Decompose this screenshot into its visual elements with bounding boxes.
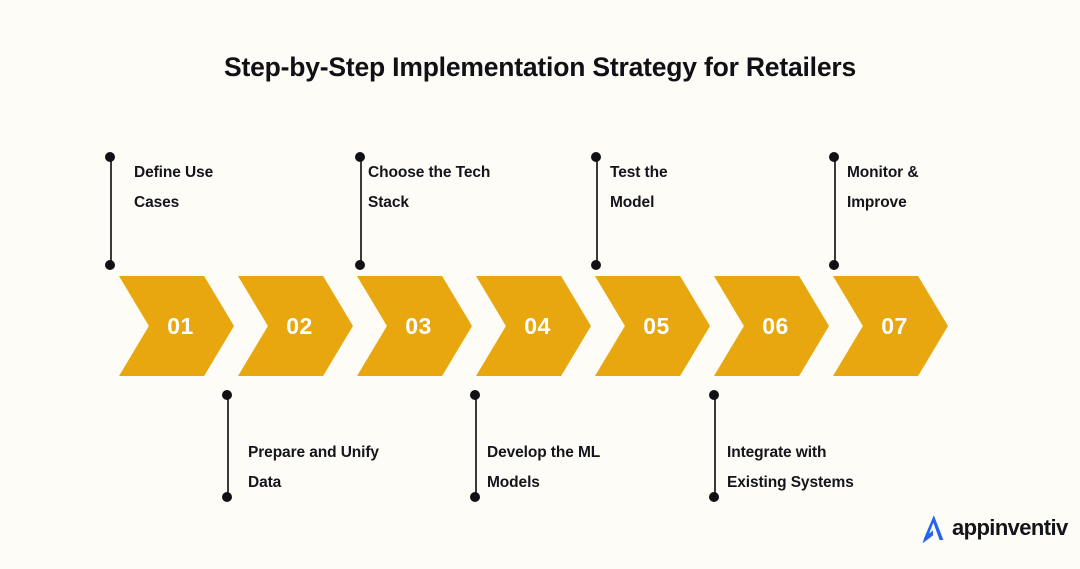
step-label-06: Integrate with Existing Systems bbox=[727, 444, 854, 491]
connector-stem bbox=[596, 157, 598, 265]
chevron-step-03: 03 bbox=[357, 276, 472, 376]
connector-dot-bottom bbox=[709, 492, 719, 502]
chevron-step-02: 02 bbox=[238, 276, 353, 376]
step-label-04: Develop the ML Models bbox=[487, 444, 601, 491]
step-label-01: Define Use Cases bbox=[134, 164, 214, 211]
connector-dot-bottom bbox=[591, 260, 601, 270]
chevron-number-07: 07 bbox=[881, 312, 908, 339]
chevron-number-04: 04 bbox=[524, 312, 551, 339]
chevron-sequence: 01 02 03 04 05 06 07 bbox=[0, 276, 1080, 376]
connector-stem bbox=[227, 395, 229, 497]
step-label-02: Prepare and Unify Data bbox=[248, 444, 379, 491]
connector-step-06 bbox=[709, 390, 720, 502]
connector-stem bbox=[110, 157, 112, 265]
chevron-step-01: 01 bbox=[119, 276, 234, 376]
chevron-number-06: 06 bbox=[762, 312, 789, 339]
connector-dot-top bbox=[355, 152, 365, 162]
page-title: Step-by-Step Implementation Strategy for… bbox=[223, 52, 857, 82]
chevron-step-05: 05 bbox=[595, 276, 710, 376]
brand-name: appinventiv bbox=[952, 515, 1068, 540]
step-label-05: Test the Model bbox=[610, 164, 668, 211]
chevron-step-04: 04 bbox=[476, 276, 591, 376]
brand-logo: appinventiv bbox=[916, 511, 1068, 545]
connector-step-05 bbox=[591, 152, 602, 270]
connector-step-04 bbox=[470, 390, 481, 502]
connector-stem bbox=[714, 395, 716, 497]
connector-dot-bottom bbox=[829, 260, 839, 270]
connector-dot-bottom bbox=[222, 492, 232, 502]
chevron-number-02: 02 bbox=[286, 312, 313, 339]
a-arrow-logo-icon bbox=[922, 515, 944, 544]
connector-step-02 bbox=[222, 390, 233, 502]
connector-step-03 bbox=[355, 152, 366, 270]
connector-dot-bottom bbox=[355, 260, 365, 270]
step-label-03: Choose the Tech Stack bbox=[368, 164, 491, 211]
connector-step-01 bbox=[105, 152, 116, 270]
connector-dot-top bbox=[591, 152, 601, 162]
connector-step-07 bbox=[829, 152, 840, 270]
connector-dot-top bbox=[105, 152, 115, 162]
connector-stem bbox=[360, 157, 362, 265]
chevron-number-03: 03 bbox=[405, 312, 432, 339]
connector-dot-top bbox=[709, 390, 719, 400]
connector-stem bbox=[834, 157, 836, 265]
connector-dot-top bbox=[470, 390, 480, 400]
chevron-number-05: 05 bbox=[643, 312, 670, 339]
chevron-step-07: 07 bbox=[833, 276, 948, 376]
chevron-step-06: 06 bbox=[714, 276, 829, 376]
step-label-07: Monitor & Improve bbox=[847, 164, 919, 211]
connector-dot-bottom bbox=[470, 492, 480, 502]
connector-stem bbox=[475, 395, 477, 497]
chevron-number-01: 01 bbox=[167, 312, 194, 339]
connector-dot-top bbox=[829, 152, 839, 162]
connector-dot-top bbox=[222, 390, 232, 400]
connector-dot-bottom bbox=[105, 260, 115, 270]
